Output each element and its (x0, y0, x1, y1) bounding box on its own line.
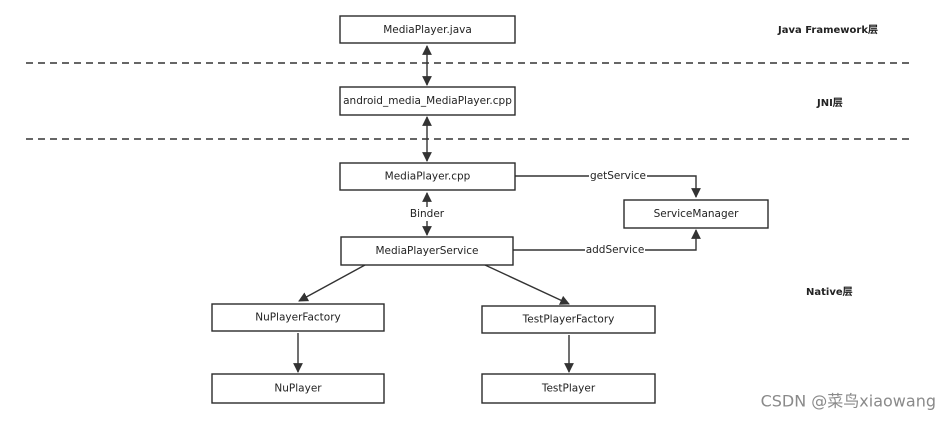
node-mediaplayer-java: MediaPlayer.java (339, 15, 516, 44)
node-mediaplayer-cpp: MediaPlayer.cpp (339, 162, 516, 191)
get-service-label: getService (590, 170, 646, 182)
layer-label-java-framework: Java Framework层 (777, 24, 878, 36)
node-nuplayer-factory-label: NuPlayerFactory (255, 312, 341, 324)
binder-label-bg (407, 207, 447, 221)
layer-label-native: Native层 (806, 286, 853, 298)
node-mediaplayer-service: MediaPlayerService (340, 236, 514, 266)
node-testplayer: TestPlayer (481, 373, 656, 404)
add-service-label-bg (585, 243, 645, 257)
node-mediaplayer-java-label: MediaPlayer.java (383, 24, 472, 36)
node-testplayer-label: TestPlayer (541, 383, 596, 395)
edge-add-service (513, 229, 701, 251)
node-mediaplayer-service-label: MediaPlayerService (375, 245, 478, 257)
binder-label: Binder (410, 208, 445, 220)
node-service-manager-label: ServiceManager (654, 208, 740, 220)
node-nuplayer-factory: NuPlayerFactory (211, 303, 385, 332)
edge-get-service (515, 175, 701, 198)
node-mediaplayer-cpp-label: MediaPlayer.cpp (385, 171, 471, 183)
layer-label-jni: JNI层 (816, 97, 843, 109)
node-jni-cpp-label: android_media_MediaPlayer.cpp (343, 95, 512, 107)
node-nuplayer: NuPlayer (211, 373, 385, 404)
get-service-label-bg (589, 169, 647, 183)
node-jni-cpp: android_media_MediaPlayer.cpp (339, 86, 516, 116)
node-nuplayer-label: NuPlayer (274, 383, 322, 395)
node-testplayer-factory: TestPlayerFactory (481, 305, 656, 334)
edge-service-nuplayer-factory (298, 264, 366, 302)
node-service-manager: ServiceManager (623, 199, 769, 229)
node-testplayer-factory-label: TestPlayerFactory (522, 314, 615, 326)
csdn-watermark: CSDN @菜鸟xiaowang (761, 392, 936, 411)
edge-service-testplayer-factory (484, 264, 570, 305)
add-service-label: addService (586, 244, 645, 256)
